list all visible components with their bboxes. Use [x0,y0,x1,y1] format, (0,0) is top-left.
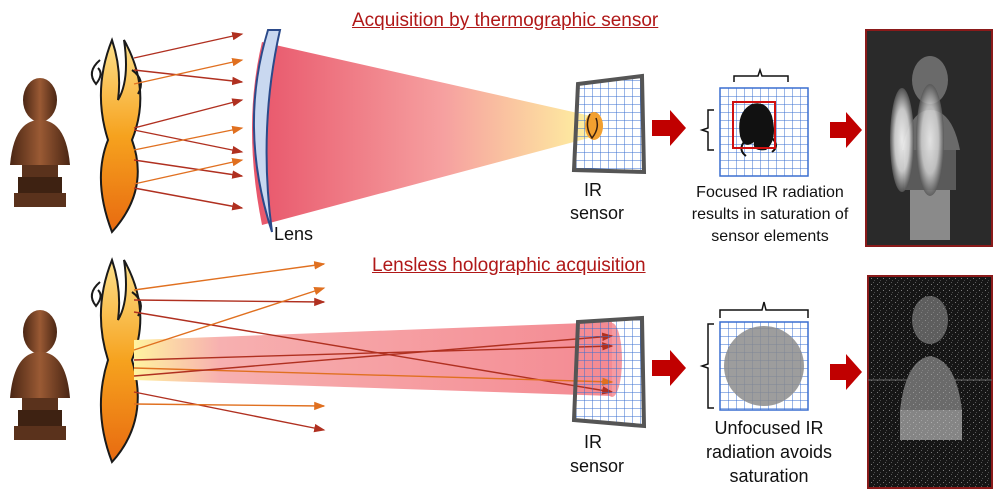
ir-sensor-bottom-label-2: sensor [570,456,625,476]
title-thermographic: Acquisition by thermographic sensor [352,10,659,31]
big-arrow-top [652,110,686,146]
ir-sensor-bottom [571,315,647,429]
big-arrow-bottom [652,350,686,386]
bust-statue-top [10,78,70,207]
unfocused-beam [134,322,612,396]
focused-beam [252,42,600,225]
ir-sensor-top-label-2: sensor [570,203,625,223]
brace-bottom-horizontal [719,301,809,318]
brace-bottom-vertical [699,323,714,409]
brace-top-vertical [699,109,714,151]
ir-sensor-bottom-label-1: IR [584,432,602,452]
rays-top [133,32,244,211]
holographic-image [867,275,993,489]
focused-caption-3: sensor elements [711,228,829,245]
brace-top-horizontal [733,67,789,82]
focused-caption-1: Focused IR radiation [696,184,844,201]
unsaturated-grid [719,321,809,411]
unfocused-caption-3: saturation [729,466,809,486]
ir-sensor-top-label-1: IR [584,180,602,200]
flame-bottom [90,257,142,464]
lens-shape [252,29,282,233]
title-holographic: Lensless holographic acquisition [372,255,646,276]
ir-sensor-top [571,73,647,175]
unfocused-caption-1: Unfocused IR [714,418,824,438]
lens-label: Lens [274,224,314,244]
flame-top [90,37,142,234]
focused-caption-2: results in saturation of [691,206,849,223]
saturation-grid [719,87,809,177]
big-arrow-bottom-right [830,354,862,390]
big-arrow-top-right [830,112,862,148]
unfocused-caption-2: radiation avoids [705,442,833,462]
thermal-image [865,29,993,247]
bust-statue-bottom [10,310,70,440]
rays-bottom [133,261,614,433]
